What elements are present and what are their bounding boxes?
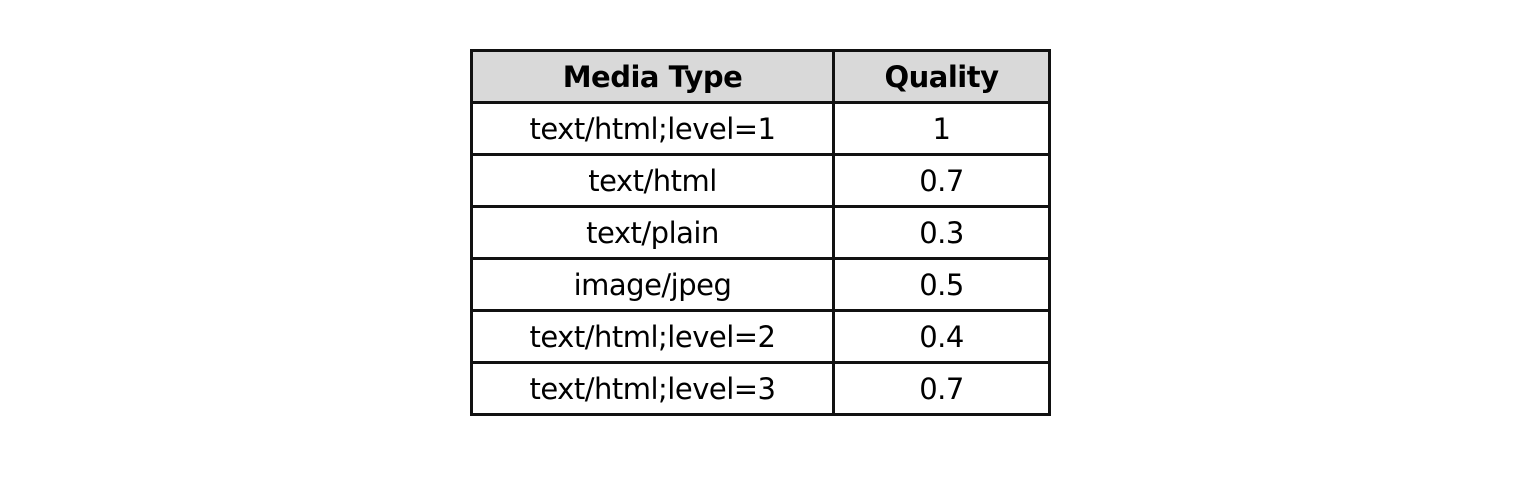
table-row: text/html;level=2 0.4 xyxy=(470,309,1051,364)
media-type-cell: image/jpeg xyxy=(470,257,835,312)
quality-cell: 1 xyxy=(832,101,1051,156)
table-row: text/html;level=3 0.7 xyxy=(470,361,1051,416)
column-header-quality: Quality xyxy=(832,49,1051,104)
media-type-cell: text/plain xyxy=(470,205,835,260)
quality-cell: 0.7 xyxy=(832,153,1051,208)
quality-cell: 0.4 xyxy=(832,309,1051,364)
table-row: text/html 0.7 xyxy=(470,153,1051,208)
quality-cell: 0.7 xyxy=(832,361,1051,416)
media-type-cell: text/html;level=2 xyxy=(470,309,835,364)
table-row: image/jpeg 0.5 xyxy=(470,257,1051,312)
media-type-quality-table: Media Type Quality text/html;level=1 1 t… xyxy=(470,49,1051,416)
table-row: text/plain 0.3 xyxy=(470,205,1051,260)
media-type-cell: text/html;level=1 xyxy=(470,101,835,156)
column-header-media-type: Media Type xyxy=(470,49,835,104)
table-header-row: Media Type Quality xyxy=(470,49,1051,104)
media-type-cell: text/html xyxy=(470,153,835,208)
table-row: text/html;level=1 1 xyxy=(470,101,1051,156)
media-type-cell: text/html;level=3 xyxy=(470,361,835,416)
quality-cell: 0.3 xyxy=(832,205,1051,260)
quality-cell: 0.5 xyxy=(832,257,1051,312)
